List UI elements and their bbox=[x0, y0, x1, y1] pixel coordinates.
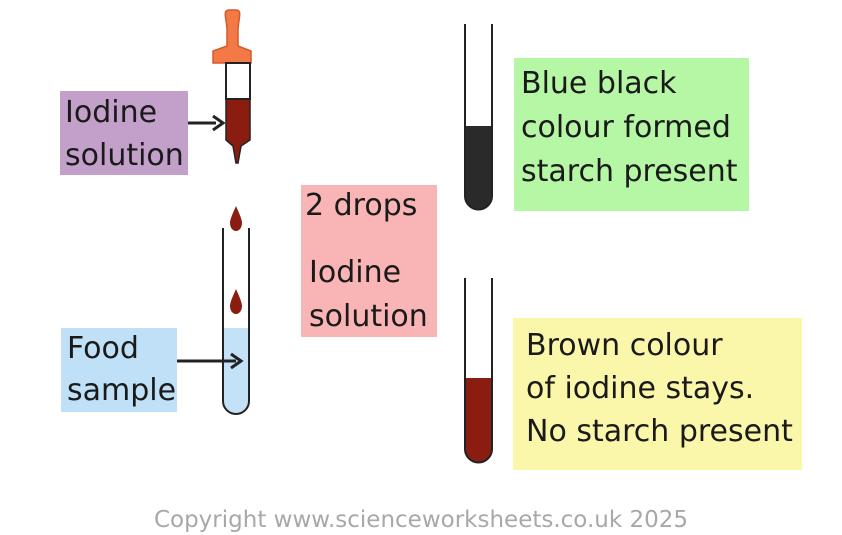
dropper bbox=[212, 9, 252, 164]
arrow-iodine-to-dropper bbox=[188, 114, 226, 132]
step-amount-text: 2 drops bbox=[305, 188, 418, 223]
positive-result-line-2: colour formed bbox=[521, 110, 731, 145]
dropper-iodine-liquid bbox=[225, 98, 251, 164]
food-label-line-2: sample bbox=[67, 373, 177, 408]
food-sample-label: Food sample bbox=[61, 328, 177, 412]
dropper-tube-empty bbox=[225, 62, 251, 100]
negative-result-test-tube bbox=[464, 278, 493, 464]
step-reagent-text: Iodine solution bbox=[309, 251, 428, 339]
iodine-drop-upper bbox=[230, 206, 242, 231]
food-sample-test-tube bbox=[222, 228, 250, 415]
arrow-food-to-tube bbox=[177, 352, 244, 370]
negative-result-line-3: No starch present bbox=[526, 414, 793, 449]
positive-result-line-3: starch present bbox=[521, 154, 738, 189]
process-step-label: 2 drops Iodine solution bbox=[301, 185, 437, 337]
copyright-notice: Copyright www.scienceworksheets.co.uk 20… bbox=[153, 507, 689, 533]
positive-result-label: Blue black colour formed starch present bbox=[514, 58, 749, 211]
dropper-bulb bbox=[212, 9, 252, 64]
step-reagent-line-1: Iodine bbox=[309, 255, 402, 290]
food-label-line-1: Food bbox=[67, 331, 139, 366]
iodine-drop-lower bbox=[230, 289, 242, 314]
iodine-solution-label: Iodine solution bbox=[60, 91, 188, 175]
iodine-label-line-2: solution bbox=[65, 138, 184, 173]
negative-result-line-1: Brown colour bbox=[526, 328, 723, 363]
positive-result-test-tube bbox=[464, 24, 493, 211]
positive-result-line-1: Blue black bbox=[521, 66, 677, 101]
negative-result-label: Brown colour of iodine stays. No starch … bbox=[513, 318, 802, 470]
iodine-label-line-1: Iodine bbox=[65, 95, 158, 130]
negative-result-line-2: of iodine stays. bbox=[526, 371, 755, 406]
step-reagent-line-2: solution bbox=[309, 299, 428, 334]
